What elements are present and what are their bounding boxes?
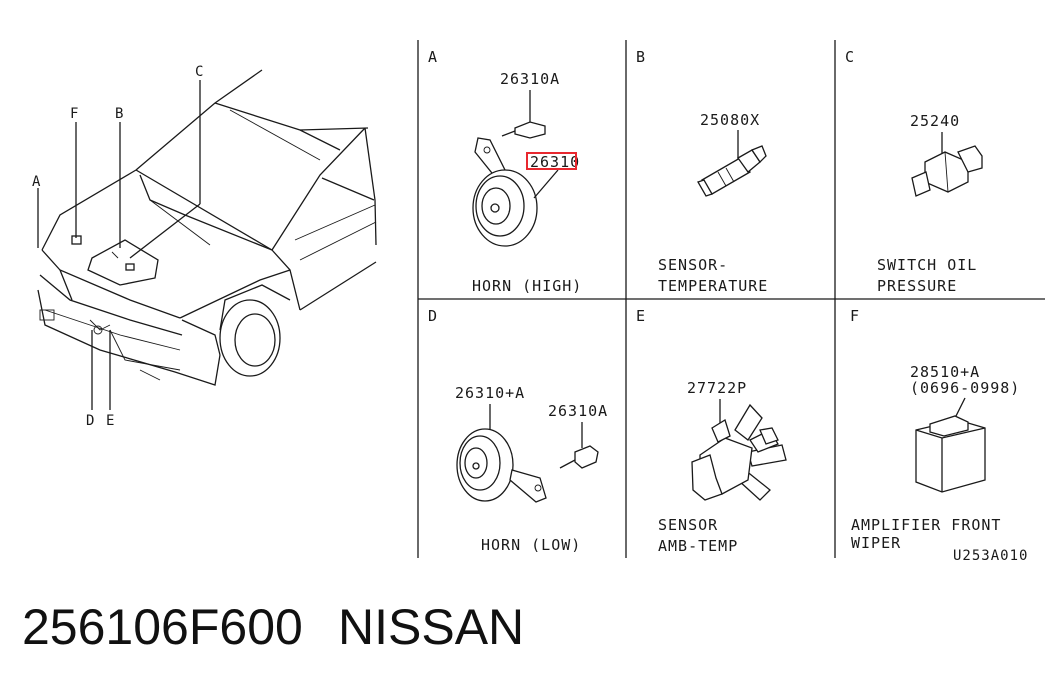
panel-d: D 26310+A 26310A HORN (LOW) [428,307,608,554]
callout-a: A [32,174,41,190]
callout-f: F [70,106,78,122]
panel-f-letter: F [850,307,860,325]
callout-d: D [86,413,94,429]
panel-d-part-horn: 26310+A [455,384,525,402]
panel-d-letter: D [428,307,438,325]
panel-a-part-horn: 26310 [530,153,580,171]
panel-f-label-2: WIPER [851,534,901,552]
callout-leaders [37,80,201,410]
panel-b: B 25080X SENSOR- TEMPERATURE [636,48,768,295]
panel-a-label: HORN (HIGH) [472,277,582,295]
panel-a-letter: A [428,48,438,66]
callout-c: C [195,64,203,80]
panel-c-label-1: SWITCH OIL [877,256,977,274]
panel-b-label-2: TEMPERATURE [658,277,768,295]
panel-f-label-1: AMPLIFIER FRONT [851,516,1001,534]
callout-e: E [106,413,114,429]
panel-b-letter: B [636,48,646,66]
diagram-code: U253A010 [953,548,1028,564]
car-illustration [37,69,377,386]
panel-e-part: 27722P [687,379,747,397]
part-number: 256106F600 [22,599,303,655]
panel-e-label-1: SENSOR [658,516,718,534]
panel-c-letter: C [845,48,855,66]
panel-f-part-2: (0696-0998) [910,379,1020,397]
parts-diagram: A B C D E F A 26310A 26310 HORN (HIGH) B… [32,40,1045,564]
panel-c-label-2: PRESSURE [877,277,957,295]
panel-f-part-1: 28510+A [910,363,980,381]
highlight-box [526,152,577,170]
panel-f: F 28510+A (0696-0998) AMPLIFIER FRONT WI… [850,307,1028,564]
panel-d-label: HORN (LOW) [481,536,581,554]
panel-b-part: 25080X [700,111,760,129]
brand-name: NISSAN [338,599,525,655]
panel-d-part-bolt: 26310A [548,402,608,420]
panel-a: A 26310A 26310 HORN (HIGH) [428,48,582,295]
callout-b: B [115,106,123,122]
panel-a-part-bolt: 26310A [500,70,560,88]
panel-e-label-2: AMB-TEMP [658,537,738,555]
panel-e: E 27722P SENSOR AMB-TEMP [636,307,787,555]
panel-c: C 25240 SWITCH OIL PRESSURE [845,48,983,295]
panel-e-letter: E [636,307,646,325]
panel-b-label-1: SENSOR- [658,256,728,274]
panel-grid [417,40,1045,558]
panel-c-part: 25240 [910,112,960,130]
